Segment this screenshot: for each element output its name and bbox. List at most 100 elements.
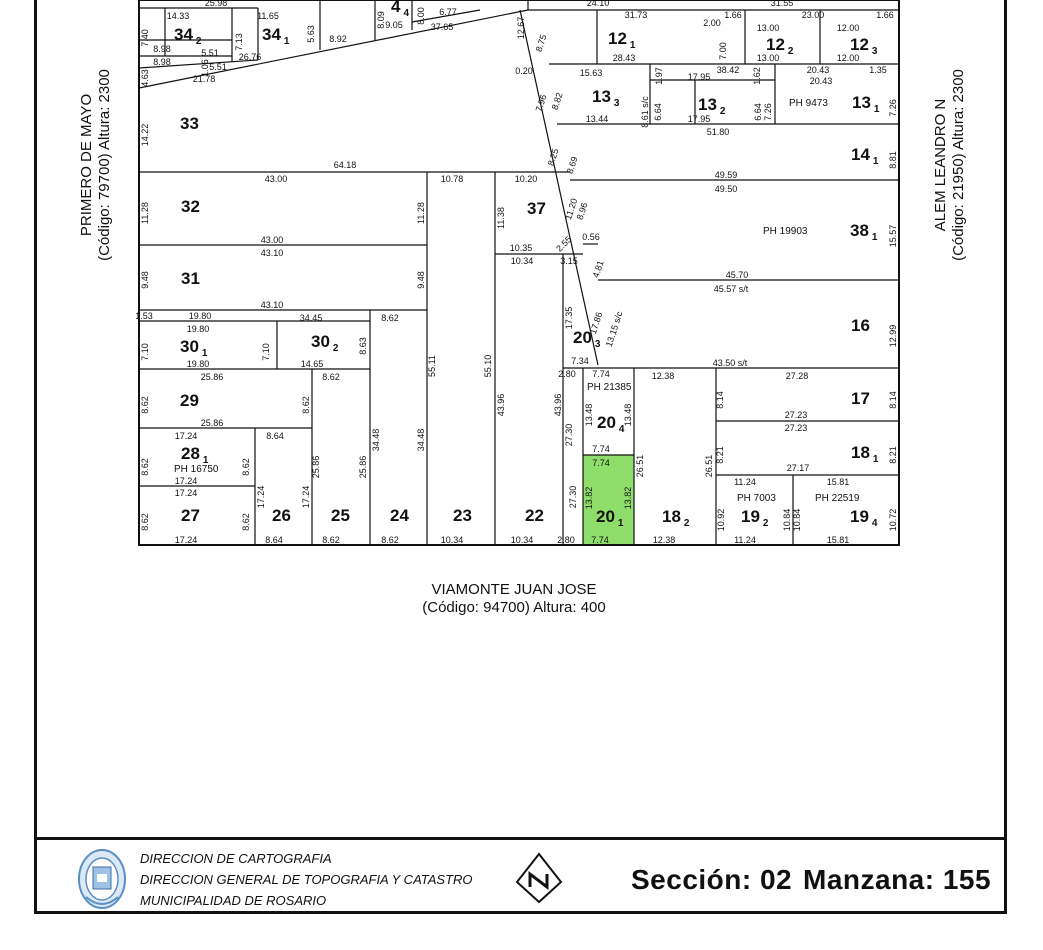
dimension-label: 11.28 xyxy=(140,202,150,224)
dimension-label: 12.00 xyxy=(837,53,860,63)
dimension-label: 12.38 xyxy=(653,535,676,545)
street-name: VIAMONTE JUAN JOSE xyxy=(431,581,597,598)
dimension-label: 26.51 xyxy=(635,455,645,478)
dimension-label: 11.38 xyxy=(496,207,506,229)
street-code: (Código: 94700) Altura: 400 xyxy=(422,599,606,616)
dimension-label: 8.82 xyxy=(550,91,565,111)
dimension-label: 45.70 xyxy=(726,270,749,280)
dimension-label: 8.21 xyxy=(888,446,898,464)
dimension-label: 1.66 xyxy=(724,10,742,20)
dimension-label: 14.22 xyxy=(140,124,150,147)
dimension-label: 7.74 xyxy=(592,458,610,468)
dimension-label: 10.35 xyxy=(510,243,533,253)
dimension-label: 6.77 xyxy=(439,7,457,17)
lot-number[interactable]: 16 xyxy=(851,316,870,335)
dimension-label: 8.62 xyxy=(322,372,340,382)
dimension-label: 27.23 xyxy=(785,410,808,420)
lot-number[interactable]: 27 xyxy=(181,506,200,525)
dimension-label: 8.14 xyxy=(715,391,725,409)
dimension-label: 11.28 xyxy=(416,202,426,224)
dimension-label: 25.98 xyxy=(205,0,228,8)
dimension-label: 0.20 xyxy=(515,66,533,76)
ph-label: PH 9473 xyxy=(789,98,828,109)
map-frame xyxy=(34,0,1007,914)
dimension-label: 49.50 xyxy=(715,184,738,194)
ph-label: PH 19903 xyxy=(763,226,808,237)
lot-number[interactable]: 31 xyxy=(181,269,200,288)
ph-label: PH 21385 xyxy=(587,382,632,393)
dimension-label: 8.14 xyxy=(888,391,898,409)
dimension-label: 20.43 xyxy=(810,76,833,86)
dimension-label: 34.45 xyxy=(300,313,323,323)
dimension-label: 49.59 xyxy=(715,170,738,180)
dimension-label: 17.24 xyxy=(175,431,198,441)
highlighted-parcel[interactable] xyxy=(583,455,634,545)
dimension-label: 31.73 xyxy=(625,10,648,20)
dimension-label: 15.63 xyxy=(580,68,603,78)
dimension-label: 1.62 xyxy=(752,67,762,85)
dimension-label: 19.80 xyxy=(189,311,212,321)
street-label-bottom: VIAMONTE JUAN JOSE (Código: 94700) Altur… xyxy=(364,581,664,617)
dimension-label: 0.56 xyxy=(582,232,600,242)
dimension-label: 23.00 xyxy=(802,10,825,20)
dimension-label: 7.34 xyxy=(571,356,589,366)
dimension-label: 7.26 xyxy=(888,99,898,117)
lot-number[interactable]: 26 xyxy=(272,506,291,525)
dimension-label: 64.18 xyxy=(334,160,357,170)
dimension-label: 6.64 xyxy=(753,103,763,121)
dimension-label: 8.62 xyxy=(241,458,251,476)
dimension-label: 10.20 xyxy=(515,174,538,184)
dimension-label: 17.24 xyxy=(301,486,311,509)
dimension-label: 5.63 xyxy=(306,25,316,43)
dimension-label: 8.62 xyxy=(140,513,150,531)
dimension-label: 8.21 xyxy=(715,446,725,464)
dimension-label: 7.26 xyxy=(763,103,773,121)
dimension-label: 9.48 xyxy=(416,271,426,289)
dimension-label: 6.64 xyxy=(653,103,663,121)
dimension-label: 2.00 xyxy=(703,18,721,28)
lot-number[interactable]: 37 xyxy=(527,199,546,218)
lot-number[interactable]: 32 xyxy=(181,197,200,216)
dimension-label: 7.74 xyxy=(592,369,610,379)
dimension-label: 27.30 xyxy=(564,424,574,447)
dimension-label: 13.00 xyxy=(757,23,780,33)
lot-number[interactable]: 25 xyxy=(331,506,350,525)
dimension-label: 7.74 xyxy=(592,444,610,454)
dimension-label: 1.53 xyxy=(135,311,153,321)
dimension-label: 11.65 xyxy=(257,11,279,21)
dimension-label: 1.35 xyxy=(869,65,887,75)
lot-number[interactable]: 17 xyxy=(851,389,870,408)
dimension-label: 8.63 xyxy=(358,337,368,355)
lot-number[interactable]: 22 xyxy=(525,506,544,525)
dimension-label: 1.66 xyxy=(876,10,894,20)
dimension-label: 38.42 xyxy=(717,65,740,75)
dimension-label: 10.34 xyxy=(511,256,534,266)
lot-number[interactable]: 24 xyxy=(390,506,409,525)
dimension-label: 8.25 xyxy=(546,147,561,167)
lot-number[interactable]: 23 xyxy=(453,506,472,525)
dimension-label: 21.78 xyxy=(193,74,216,84)
dimension-label: 13.82 xyxy=(584,487,594,510)
dimension-label: 43.96 xyxy=(553,394,563,417)
dimension-label: 8.64 xyxy=(266,431,284,441)
lot-number[interactable]: 29 xyxy=(180,391,199,410)
dimension-label: 8.98 xyxy=(153,57,171,67)
lot-number[interactable]: 33 xyxy=(180,114,199,133)
